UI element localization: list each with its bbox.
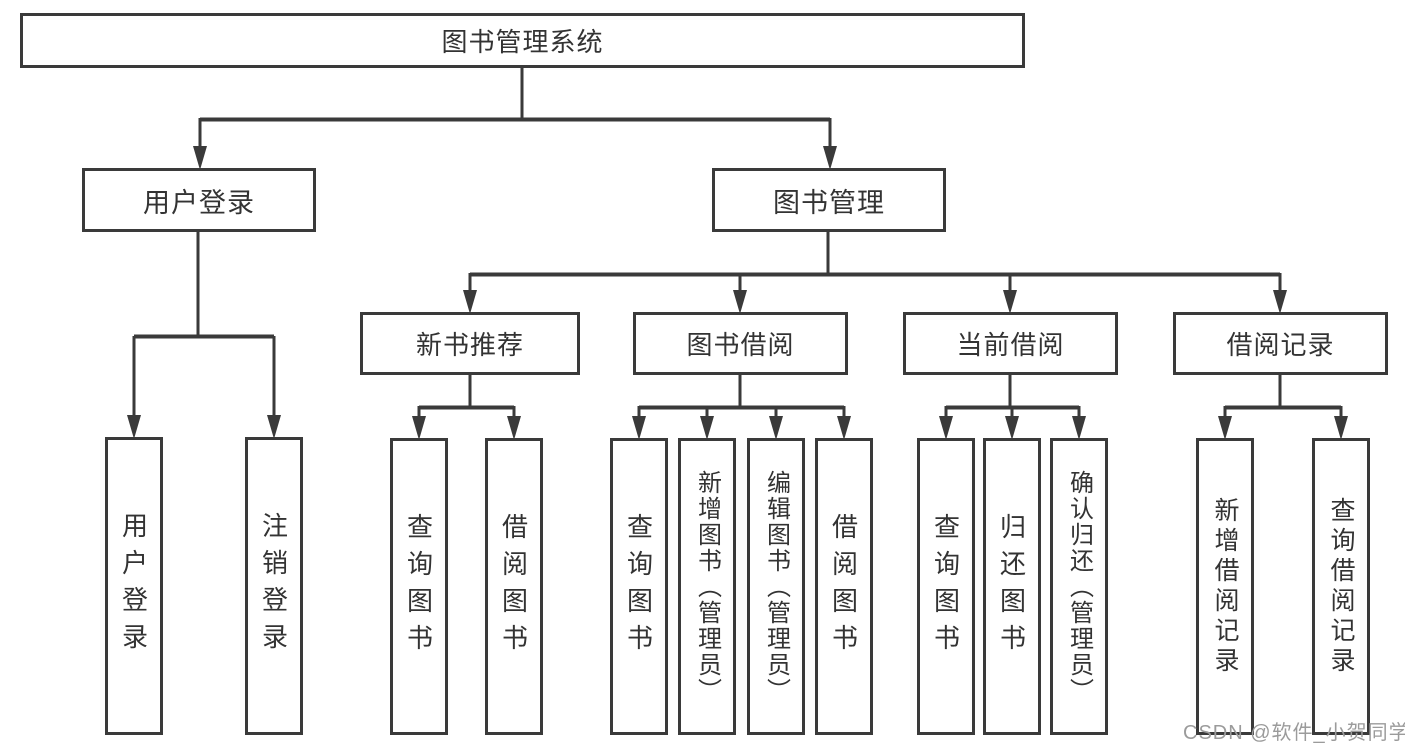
leaf-borrow-books-recommend: 借阅图书 (485, 438, 543, 735)
node-label: 查询图书 (403, 512, 434, 661)
node-label: 编辑图书（管理员） (762, 469, 790, 704)
node-borrow-records: 借阅记录 (1173, 312, 1388, 375)
node-label: 查询借阅记录 (1327, 496, 1355, 677)
node-label: 查询图书 (623, 512, 654, 661)
leaf-add-borrow-record: 新增借阅记录 (1196, 438, 1254, 735)
node-label: 借阅图书 (828, 512, 859, 661)
node-label: 注销登录 (258, 512, 289, 660)
node-new-book-recommend: 新书推荐 (360, 312, 580, 375)
node-book-management: 图书管理 (712, 168, 946, 232)
leaf-user-login: 用户登录 (105, 437, 163, 735)
node-label: 新书推荐 (415, 330, 524, 360)
node-label: 新增图书（管理员） (693, 469, 721, 704)
leaf-borrow-books: 借阅图书 (815, 438, 873, 735)
node-label: 当前借阅 (956, 330, 1065, 360)
node-label: 图书管理系统 (441, 27, 604, 57)
node-label: 借阅图书 (498, 512, 529, 661)
node-label: 图书借阅 (686, 330, 795, 360)
leaf-query-books-borrow: 查询图书 (610, 438, 668, 735)
leaf-logout: 注销登录 (245, 437, 303, 735)
node-label: 查询图书 (930, 512, 961, 661)
node-label: 确认归还（管理员） (1065, 469, 1093, 704)
node-book-borrow: 图书借阅 (633, 312, 848, 375)
node-label: 用户登录 (118, 512, 149, 660)
node-label: 用户登录 (143, 187, 255, 218)
node-library-management-system: 图书管理系统 (20, 13, 1025, 68)
leaf-add-books-admin: 新增图书（管理员） (678, 438, 736, 735)
leaf-return-books: 归还图书 (983, 438, 1041, 735)
leaf-query-borrow-record: 查询借阅记录 (1312, 438, 1370, 735)
leaf-query-books-current: 查询图书 (917, 438, 975, 735)
node-label: 归还图书 (996, 512, 1027, 661)
node-label: 新增借阅记录 (1211, 496, 1239, 677)
node-label: 图书管理 (773, 187, 885, 218)
csdn-watermark: CSDN @软件_小贺同学 (1183, 722, 1405, 744)
node-current-borrow: 当前借阅 (903, 312, 1118, 375)
node-label: 借阅记录 (1226, 330, 1335, 360)
leaf-query-books-recommend: 查询图书 (390, 438, 448, 735)
node-user-login: 用户登录 (82, 168, 316, 232)
leaf-confirm-return-admin: 确认归还（管理员） (1050, 438, 1108, 735)
leaf-edit-books-admin: 编辑图书（管理员） (747, 438, 805, 735)
